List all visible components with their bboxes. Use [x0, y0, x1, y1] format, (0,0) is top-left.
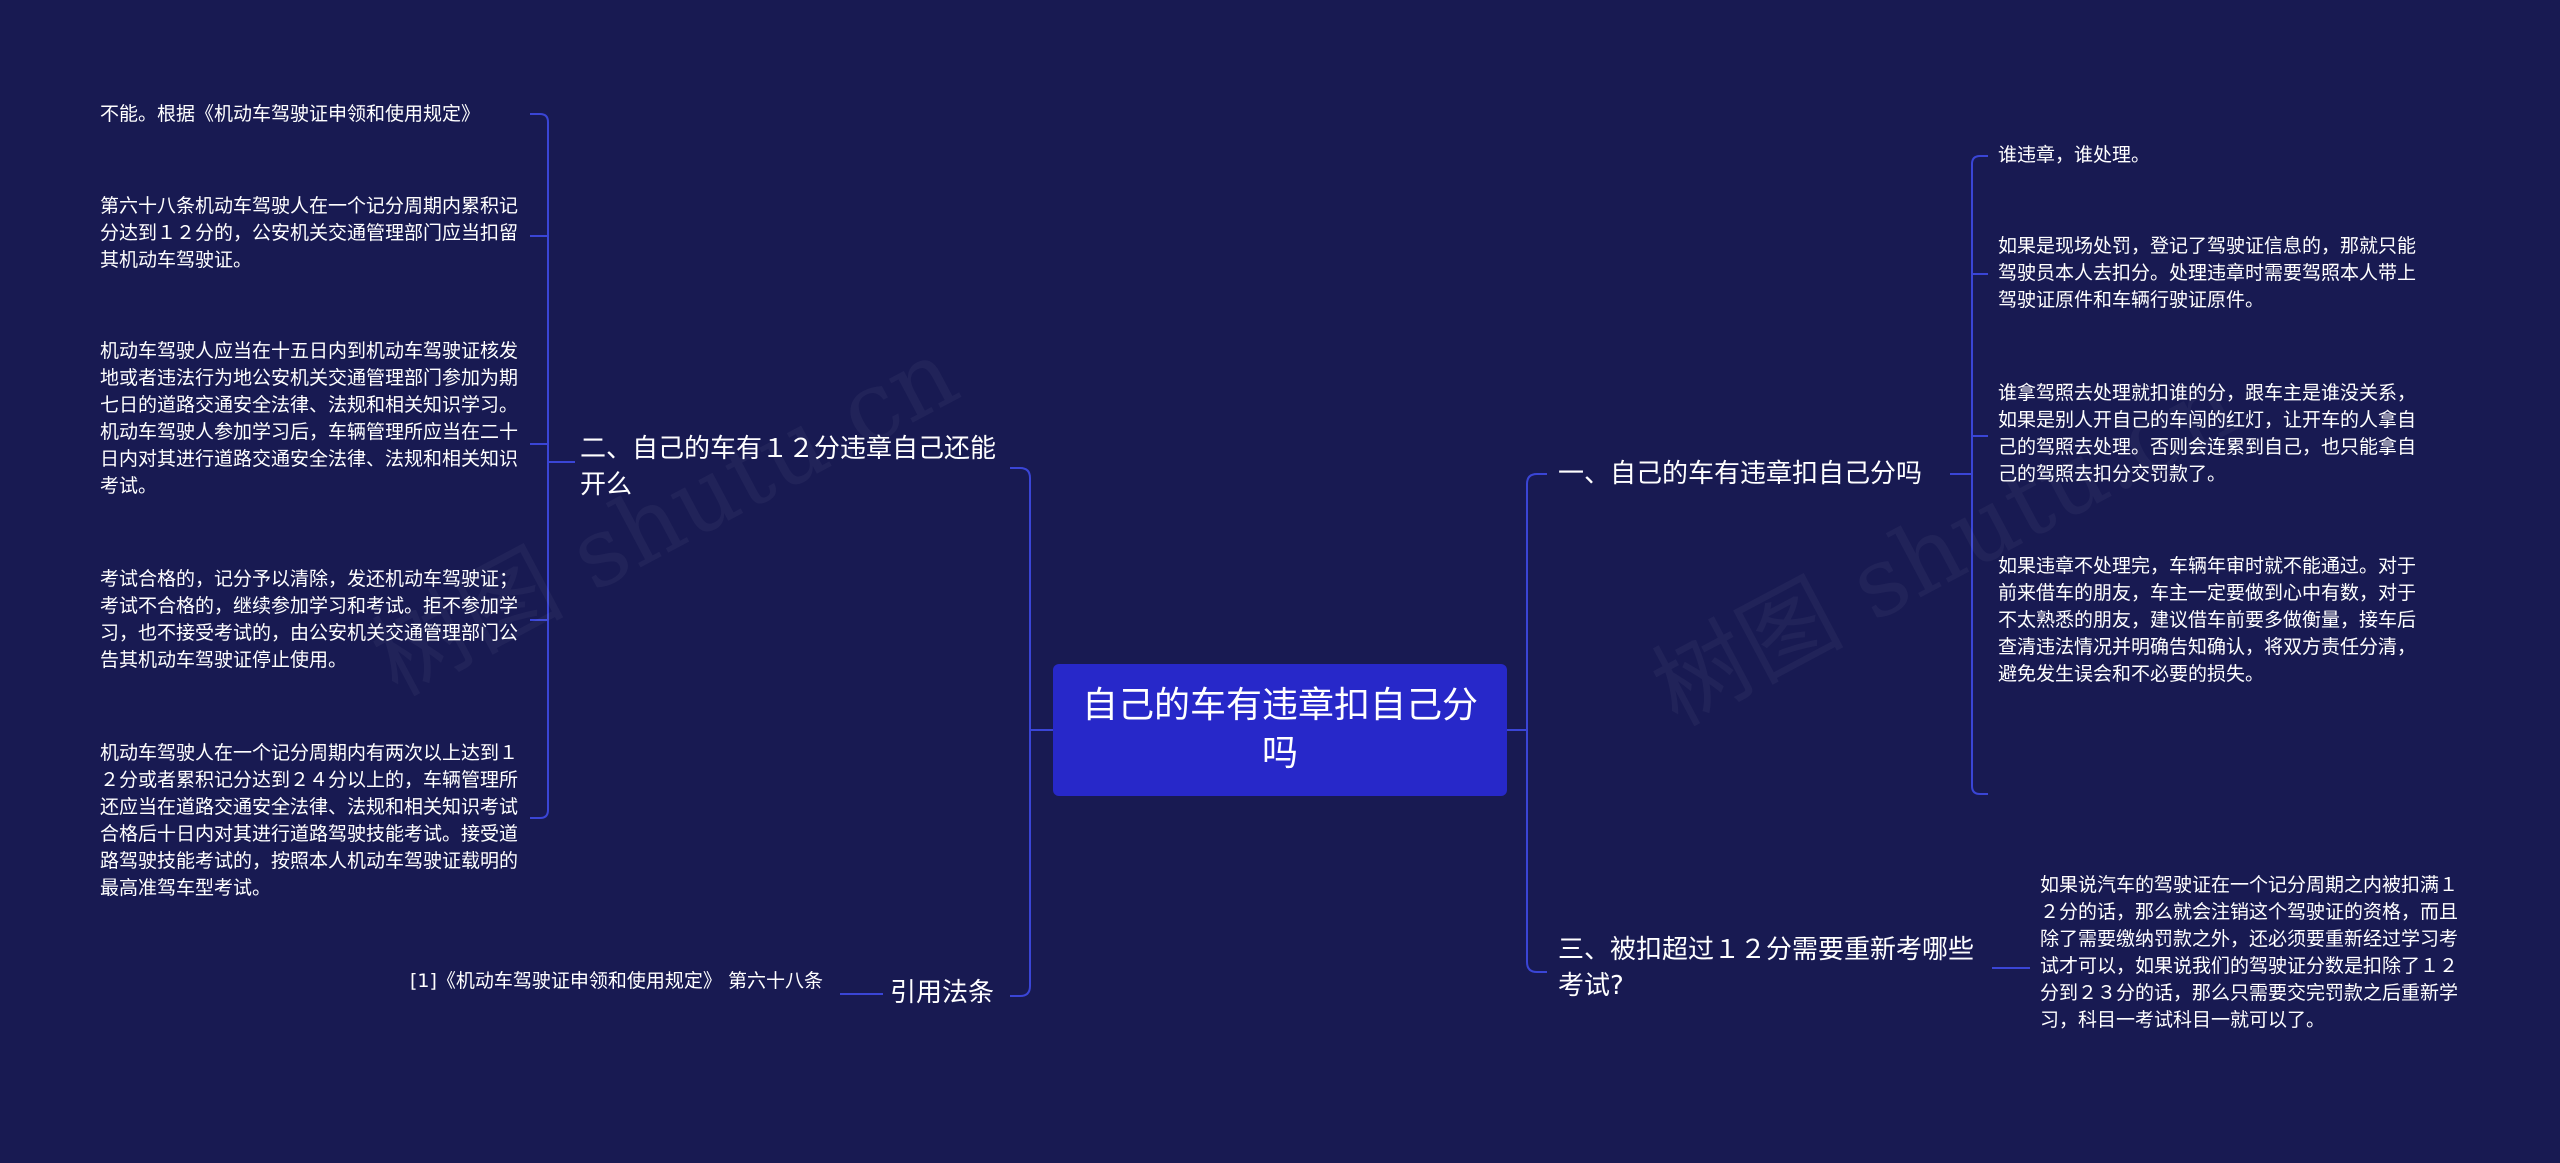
leaf-b2-5: 机动车驾驶人在一个记分周期内有两次以上达到１２分或者累积记分达到２４分以上的，车…	[100, 742, 519, 899]
leaf-b1-4: 如果违章不处理完，车辆年审时就不能通过。对于前来借车的朋友，车主一定要做到心中有…	[1998, 555, 2417, 685]
connector-b2-leaves	[530, 113, 575, 819]
leaf-b1-2: 如果是现场处罚，登记了驾驶证信息的，那就只能驾驶员本人去扣分。处理违章时需要驾照…	[1998, 235, 2417, 311]
leaf-b2-2: 第六十八条机动车驾驶人在一个记分周期内累积记分达到１２分的，公安机关交通管理部门…	[100, 195, 519, 271]
leaf-ref-1: [1]《机动车驾驶证申领和使用规定》 第六十八条	[410, 970, 823, 992]
branch-two[interactable]: 二、自己的车有１２分违章自己还能开么	[580, 434, 997, 500]
branch-three[interactable]: 三、被扣超过１２分需要重新考哪些考试?	[1558, 935, 1975, 1001]
leaf-b3-1: 如果说汽车的驾驶证在一个记分周期之内被扣满１２分的话，那么就会注销这个驾驶证的资…	[2040, 874, 2459, 1031]
leaf-b2-4: 考试合格的，记分予以清除，发还机动车驾驶证；考试不合格的，继续参加学习和考试。拒…	[100, 568, 519, 671]
leaf-b2-1: 不能。根据《机动车驾驶证申领和使用规定》	[100, 103, 481, 125]
leaf-b2-3: 机动车驾驶人应当在十五日内到机动车驾驶证核发地或者违法行为地公安机关交通管理部门…	[100, 340, 519, 497]
connector-root-left	[1010, 467, 1053, 997]
leaf-b1-1: 谁违章，谁处理。	[1998, 144, 2151, 166]
root-node[interactable]: 自己的车有违章扣自己分吗	[1053, 664, 1507, 796]
branch-one[interactable]: 一、自己的车有违章扣自己分吗	[1558, 459, 1923, 489]
leaf-b1-3: 谁拿驾照去处理就扣谁的分，跟车主是谁没关系，如果是别人开自己的车闯的红灯，让开车…	[1998, 382, 2417, 485]
connector-b1-leaves	[1950, 155, 1988, 795]
connector-root-right	[1507, 473, 1547, 973]
branch-ref[interactable]: 引用法条	[890, 978, 995, 1008]
